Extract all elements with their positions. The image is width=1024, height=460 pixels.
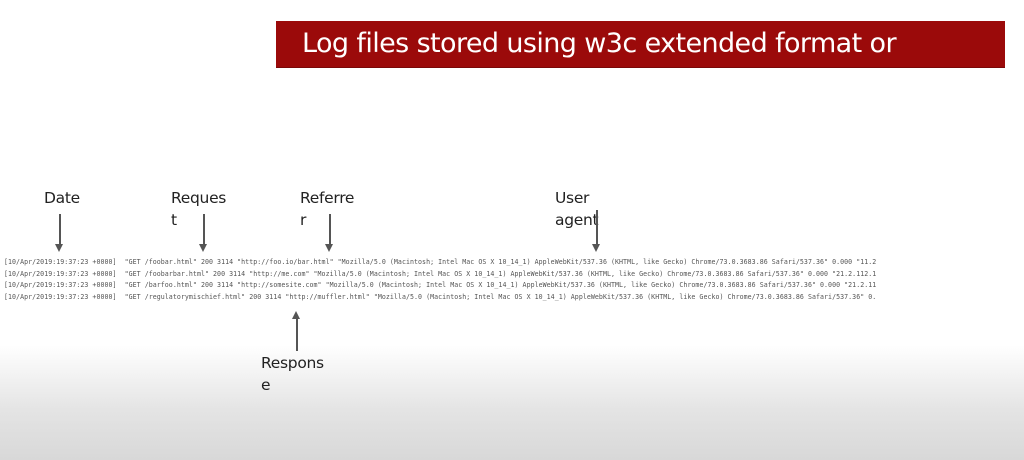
arrow-down-icon xyxy=(326,214,332,252)
label-user-agent: User agent xyxy=(555,187,599,231)
label-user-agent-line2: agent xyxy=(555,211,599,229)
title-banner: Log files stored using w3c extended form… xyxy=(276,21,1005,68)
label-date-text: Date xyxy=(44,189,80,207)
arrow-down-icon xyxy=(56,214,62,252)
label-response-line2: e xyxy=(261,376,271,394)
log-line: [10/Apr/2019:19:37:23 +0000] "GET /fooba… xyxy=(4,258,877,266)
arrow-down-icon xyxy=(593,210,599,252)
log-line: [10/Apr/2019:19:37:23 +0000] "GET /fooba… xyxy=(4,269,877,278)
label-request-line1: Reques xyxy=(171,189,227,207)
log-excerpt: [10/Apr/2019:19:37:23 +0000] "GET /fooba… xyxy=(4,257,1024,303)
arrow-down-icon xyxy=(200,214,206,252)
label-response: Respons e xyxy=(261,352,324,396)
label-referrer-line2: r xyxy=(300,211,307,229)
label-referrer: Referre r xyxy=(300,187,354,231)
label-user-agent-line1: User xyxy=(555,189,590,207)
log-line: [10/Apr/2019:19:37:23 +0000] "GET /barfo… xyxy=(4,281,877,289)
label-date: Date xyxy=(44,187,80,209)
label-request: Reques t xyxy=(171,187,226,231)
label-request-line2: t xyxy=(171,211,177,229)
slide-title: Log files stored using w3c extended form… xyxy=(302,28,897,59)
label-response-line1: Respons xyxy=(261,354,324,372)
label-referrer-line1: Referre xyxy=(300,189,355,207)
log-line: [10/Apr/2019:19:37:23 +0000] "GET /regul… xyxy=(4,292,877,301)
arrow-up-icon xyxy=(293,311,299,351)
